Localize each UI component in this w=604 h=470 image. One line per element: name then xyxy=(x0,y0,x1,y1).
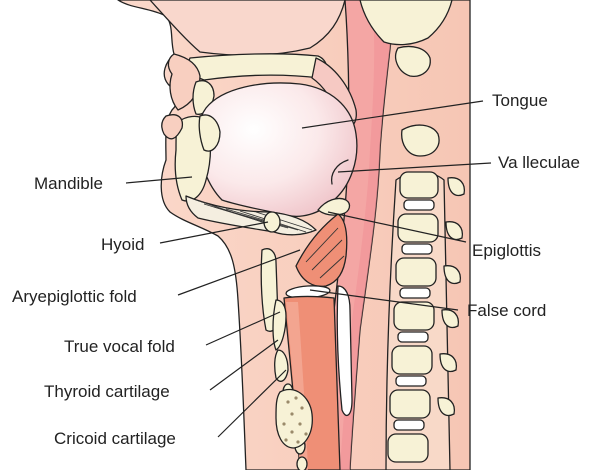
tongue-body xyxy=(198,83,357,216)
label-true-vocal-fold: True vocal fold xyxy=(64,337,175,356)
label-tongue: Tongue xyxy=(492,91,548,110)
label-valleculae: Va lleculae xyxy=(498,153,580,172)
label-epiglottis: Epiglottis xyxy=(472,241,541,260)
label-aryepiglottic-fold: Aryepiglottic fold xyxy=(12,287,137,306)
label-thyroid-cartilage: Thyroid cartilage xyxy=(44,382,170,401)
label-cricoid-cartilage: Cricoid cartilage xyxy=(54,429,176,448)
label-mandible: Mandible xyxy=(34,174,103,193)
label-hyoid: Hyoid xyxy=(101,235,144,254)
label-false-cord: False cord xyxy=(467,301,546,320)
